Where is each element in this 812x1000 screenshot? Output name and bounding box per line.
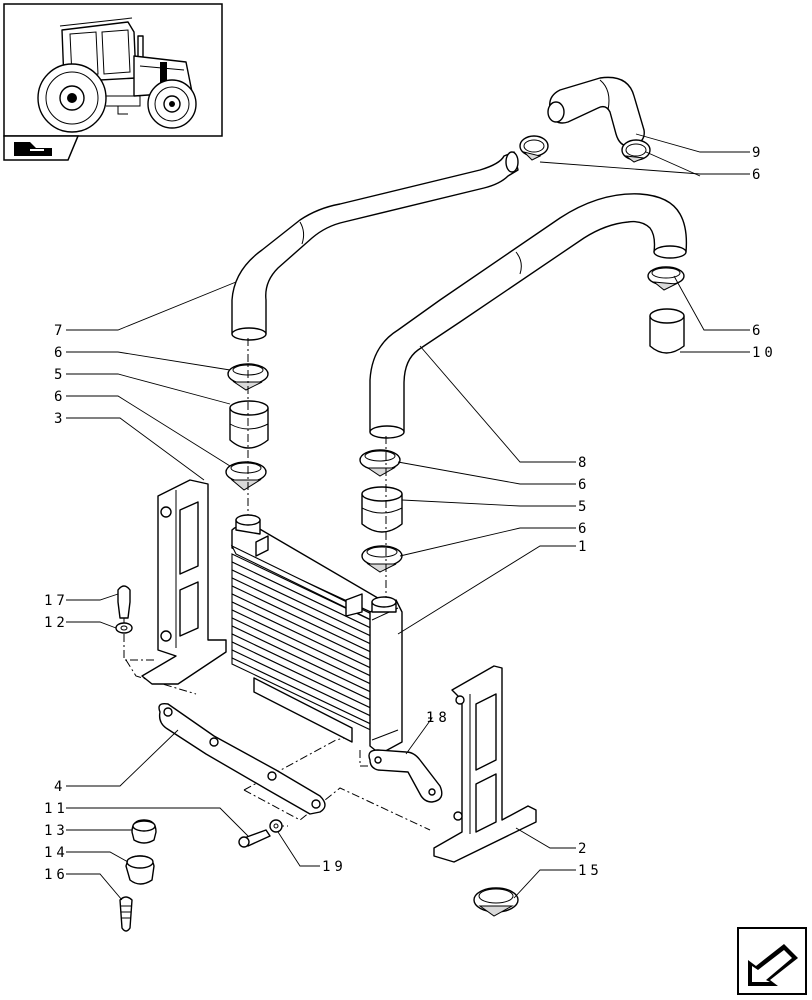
callout-7: 7 xyxy=(54,323,66,339)
callout-15: 15 xyxy=(578,863,603,879)
bolt-11 xyxy=(238,829,271,848)
callout-6: 6 xyxy=(54,389,66,405)
callout-4: 4 xyxy=(54,779,66,795)
washer-12 xyxy=(115,622,133,634)
leader-lines xyxy=(66,133,750,901)
cap-13 xyxy=(131,819,157,844)
hose-sleeve-10 xyxy=(649,308,685,354)
callout-2: 2 xyxy=(578,841,590,857)
callout-3: 3 xyxy=(54,411,66,427)
callout-6: 6 xyxy=(54,345,66,361)
callout-8: 8 xyxy=(578,455,590,471)
hose-clamp-6-top-left xyxy=(519,135,549,161)
callout-6: 6 xyxy=(752,323,764,339)
hose-clamp-15 xyxy=(473,887,519,917)
callout-12: 12 xyxy=(44,615,69,631)
section-tab[interactable] xyxy=(3,135,80,161)
mounting-bracket-2 xyxy=(433,665,537,863)
callout-5: 5 xyxy=(578,499,590,515)
bolt-17 xyxy=(117,585,131,619)
hose-clamp-6-right xyxy=(647,266,685,291)
callout-16: 16 xyxy=(44,867,69,883)
mounting-bracket-3 xyxy=(141,479,227,685)
callout-11: 11 xyxy=(44,801,69,817)
mounting-bar-4 xyxy=(158,702,326,815)
section-folder-icon xyxy=(14,142,52,156)
support-bracket-18 xyxy=(368,749,443,803)
callout-9: 9 xyxy=(752,145,764,161)
hose-clamp-6-right-lower xyxy=(361,545,403,573)
callout-19: 19 xyxy=(322,859,347,875)
next-page-button[interactable] xyxy=(737,927,807,995)
callout-5: 5 xyxy=(54,367,66,383)
callout-13: 13 xyxy=(44,823,69,839)
hose-clamp-6-left-lower xyxy=(225,461,267,491)
callout-10: 10 xyxy=(752,345,777,361)
callout-17: 17 xyxy=(44,593,69,609)
washer-19 xyxy=(269,819,283,833)
callout-6: 6 xyxy=(578,521,590,537)
pipe-8 xyxy=(369,193,688,439)
cap-14 xyxy=(125,855,155,885)
screw-16 xyxy=(119,896,133,932)
callout-14: 14 xyxy=(44,845,69,861)
pipe-7 xyxy=(231,151,519,341)
hose-connector-5-left xyxy=(229,400,269,449)
hose-clamp-6-top-right xyxy=(621,139,651,163)
callout-18: 18 xyxy=(426,710,451,726)
callout-1: 1 xyxy=(578,539,590,555)
cooling-fins xyxy=(230,544,398,743)
elbow-hose-9 xyxy=(547,76,645,147)
tractor-icon xyxy=(37,17,197,133)
next-page-arrow-icon xyxy=(748,944,798,986)
hose-connector-5-right xyxy=(361,486,403,533)
callout-6: 6 xyxy=(752,167,764,183)
hose-clamp-6-right-upper xyxy=(359,449,401,477)
tractor-thumbnail[interactable] xyxy=(3,3,223,137)
intercooler-1 xyxy=(230,514,403,755)
callout-6: 6 xyxy=(578,477,590,493)
callout-labels: 9 6 7 6 5 6 3 6 10 8 6 5 6 1 17 12 18 4 … xyxy=(44,145,777,883)
